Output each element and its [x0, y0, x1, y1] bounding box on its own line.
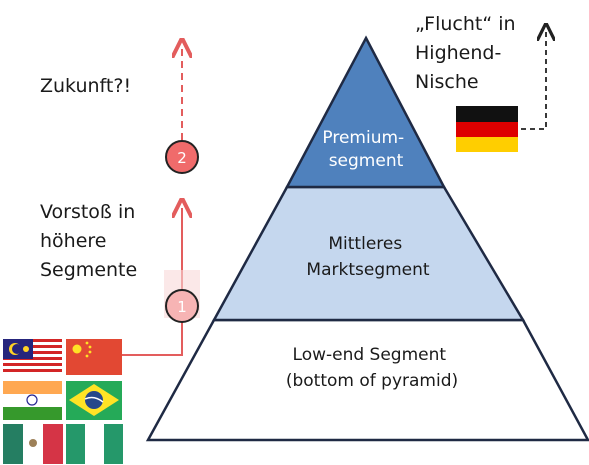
- escape-text: „Flucht“ in Highend- Nische: [415, 13, 522, 93]
- mexico-flag: [3, 424, 63, 464]
- china-flag: [66, 339, 122, 375]
- advance-text: Vorstoß in höhere Segmente: [40, 201, 141, 281]
- step-1-label: 1: [177, 298, 187, 316]
- step-2-label: 2: [177, 149, 187, 167]
- pyramid-tier-premium: [284, 35, 447, 189]
- escape-arrow: [521, 32, 546, 130]
- malaysia-flag: [3, 339, 62, 375]
- brazil-flag: [66, 381, 122, 420]
- future-text: Zukunft?!: [40, 75, 131, 97]
- step-1-circle: [165, 289, 199, 323]
- advance-path: [122, 208, 182, 356]
- low-label: Low-end Segment (bottom of pyramid): [286, 345, 458, 391]
- nigeria-flag: [66, 424, 123, 464]
- india-flag: [3, 381, 62, 420]
- germany-flag: [456, 106, 518, 152]
- step-2-circle: [165, 140, 199, 174]
- premium-label: Premium- segment: [322, 128, 409, 171]
- middle-label: Mittleres Marktsegment: [306, 234, 429, 280]
